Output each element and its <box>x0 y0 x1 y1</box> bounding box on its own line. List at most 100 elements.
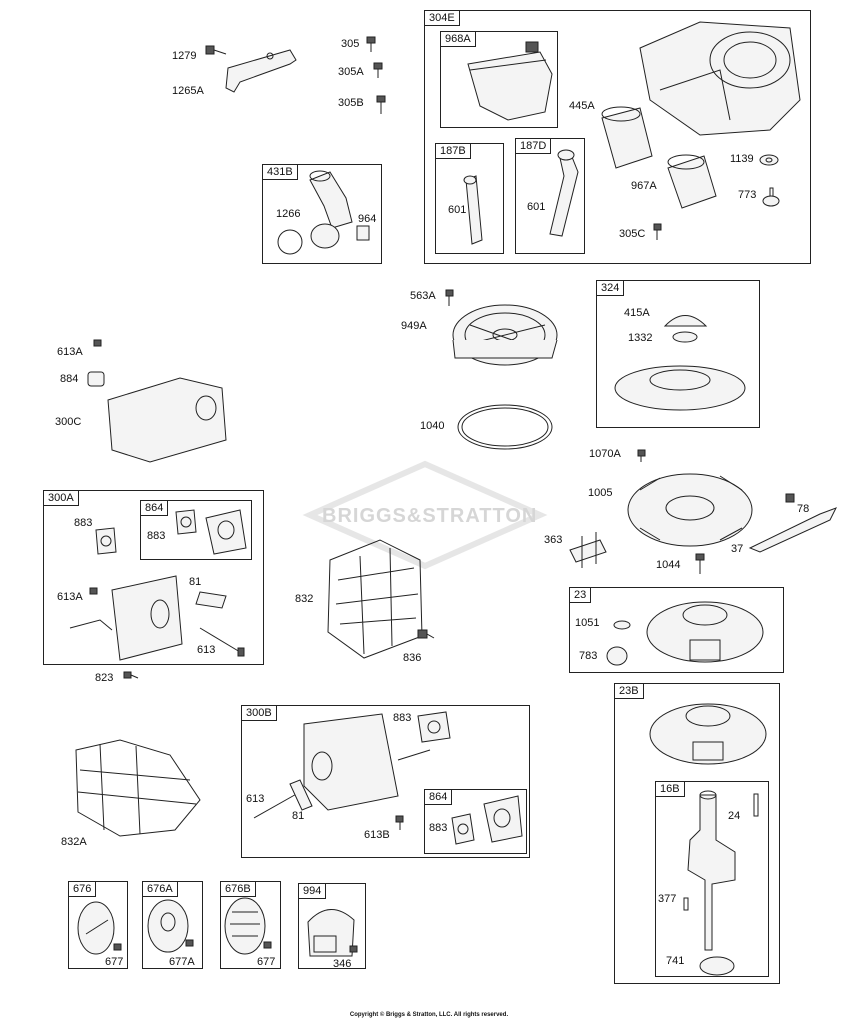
group-tag-300a: 300A <box>44 491 79 506</box>
cover-994-illustration <box>307 909 358 957</box>
cover-676a-illustration <box>147 899 194 953</box>
part-label-613-300a[interactable]: 613 <box>197 644 216 656</box>
group-676a: 676A <box>142 881 203 969</box>
part-label-1279[interactable]: 1279 <box>172 50 197 62</box>
part-label-1266[interactable]: 1266 <box>276 208 301 220</box>
group-187d: 187D <box>515 138 585 254</box>
part-label-81-300a[interactable]: 81 <box>189 576 202 588</box>
part-label-1265a[interactable]: 1265A <box>172 85 204 97</box>
bolt-1279-illustration <box>205 45 227 55</box>
part-label-601-187d[interactable]: 601 <box>527 201 546 213</box>
bracket-1265a-illustration <box>225 49 297 93</box>
part-label-1040[interactable]: 1040 <box>420 420 445 432</box>
part-label-81-300b[interactable]: 81 <box>292 810 305 822</box>
group-tag-994: 994 <box>299 884 327 899</box>
part-label-78[interactable]: 78 <box>797 503 810 515</box>
part-label-363[interactable]: 363 <box>544 534 563 546</box>
part-label-1332[interactable]: 1332 <box>628 332 653 344</box>
part-label-836[interactable]: 836 <box>403 652 422 664</box>
group-tag-187b: 187B <box>436 144 471 159</box>
group-864-lower: 864 <box>424 789 527 854</box>
bolt-613b-illustration <box>395 815 404 830</box>
group-tag-864-lower: 864 <box>425 790 453 805</box>
part-label-305[interactable]: 305 <box>341 38 360 50</box>
part-label-305b[interactable]: 305B <box>338 97 364 109</box>
part-label-1005[interactable]: 1005 <box>588 487 613 499</box>
group-tag-968a: 968A <box>441 32 476 47</box>
part-label-305a[interactable]: 305A <box>338 66 364 78</box>
part-label-613a-300a[interactable]: 613A <box>57 591 83 603</box>
part-label-883-300b[interactable]: 883 <box>393 712 412 724</box>
part-label-741[interactable]: 741 <box>666 955 685 967</box>
part-label-967a[interactable]: 967A <box>631 180 657 192</box>
group-23: 23 <box>569 587 784 673</box>
group-tag-16b: 16B <box>656 782 685 797</box>
pin-613a-illustration <box>199 627 245 657</box>
bolt-305c-illustration <box>653 223 662 240</box>
part-label-883-864-upper[interactable]: 883 <box>147 530 166 542</box>
part-label-823[interactable]: 823 <box>95 672 114 684</box>
part-label-949a[interactable]: 949A <box>401 320 427 332</box>
blower-housing-445a-illustration <box>639 21 801 136</box>
part-label-883-864-lower[interactable]: 883 <box>429 822 448 834</box>
bolts-305-illustration <box>366 36 386 114</box>
bolt-1070a-illustration <box>637 449 646 462</box>
part-label-677-676[interactable]: 677 <box>105 956 124 968</box>
part-label-832a[interactable]: 832A <box>61 836 87 848</box>
muffler-300a-illustration <box>69 575 183 661</box>
part-label-783[interactable]: 783 <box>579 650 598 662</box>
part-label-832[interactable]: 832 <box>295 593 314 605</box>
group-187b: 187B <box>435 143 504 254</box>
part-label-773[interactable]: 773 <box>738 189 757 201</box>
pin-613b-illustration <box>253 791 301 819</box>
guard-832a-illustration <box>75 739 201 837</box>
part-label-613-300b[interactable]: 613 <box>246 793 265 805</box>
group-tag-676a: 676A <box>143 882 178 897</box>
group-324: 324 <box>596 280 760 428</box>
cover-676b-illustration <box>224 897 272 955</box>
group-tag-23b: 23B <box>615 684 644 699</box>
part-label-677a[interactable]: 677A <box>169 956 195 968</box>
part-label-1070a[interactable]: 1070A <box>589 448 621 460</box>
copyright-notice: Copyright © Briggs & Stratton, LLC. All … <box>349 1012 509 1018</box>
part-label-563a[interactable]: 563A <box>410 290 436 302</box>
part-label-964[interactable]: 964 <box>358 213 377 225</box>
air-filter-element-illustration <box>601 106 717 209</box>
part-label-883-300a[interactable]: 883 <box>74 517 93 529</box>
part-label-613b[interactable]: 613B <box>364 829 390 841</box>
flywheel-23-illustration <box>606 601 764 666</box>
part-label-613a-upper[interactable]: 613A <box>57 346 83 358</box>
gasket-883d-illustration <box>451 813 475 845</box>
cover-676-illustration <box>77 901 122 955</box>
part-label-377[interactable]: 377 <box>658 893 677 905</box>
part-label-677-676b[interactable]: 677 <box>257 956 276 968</box>
part-label-415a[interactable]: 415A <box>624 307 650 319</box>
part-label-884[interactable]: 884 <box>60 373 79 385</box>
group-676: 676 <box>68 881 128 969</box>
part-label-1051[interactable]: 1051 <box>575 617 600 629</box>
bolt-563a-illustration <box>445 289 454 306</box>
muffler-300c-illustration <box>87 339 227 463</box>
spacer-81b-illustration <box>289 779 313 811</box>
group-16b: 16B <box>655 781 769 977</box>
gasket-883b-illustration <box>175 509 197 535</box>
part-label-305c[interactable]: 305C <box>619 228 646 240</box>
group-300a: 300A <box>43 490 264 665</box>
bracket-363-illustration <box>569 532 607 568</box>
part-label-24[interactable]: 24 <box>728 810 741 822</box>
group-tag-676b: 676B <box>221 882 256 897</box>
part-label-346[interactable]: 346 <box>333 958 352 970</box>
part-label-601-187b[interactable]: 601 <box>448 204 467 216</box>
exhaust-adapter-864a-illustration <box>205 509 247 555</box>
part-label-1139[interactable]: 1139 <box>730 153 754 165</box>
fan-1005-illustration <box>627 473 753 547</box>
part-label-1044[interactable]: 1044 <box>656 559 681 571</box>
part-label-300c[interactable]: 300C <box>55 416 82 428</box>
group-23b: 23B <box>614 683 780 984</box>
part-label-445a[interactable]: 445A <box>569 100 595 112</box>
bolt-836-illustration <box>417 629 435 639</box>
watermark-logo <box>302 460 548 570</box>
ring-1040-illustration <box>457 404 553 450</box>
part-label-37[interactable]: 37 <box>731 543 744 555</box>
deflector-37-illustration <box>748 493 838 553</box>
